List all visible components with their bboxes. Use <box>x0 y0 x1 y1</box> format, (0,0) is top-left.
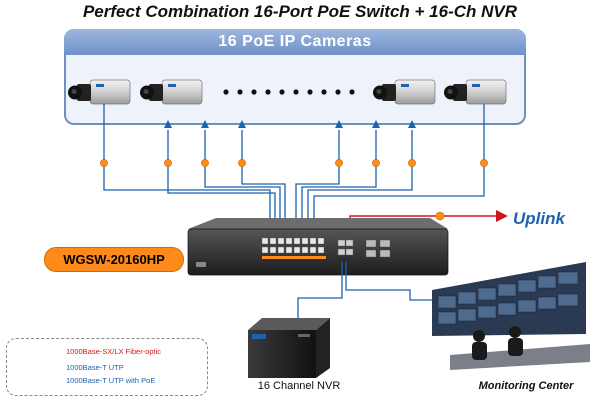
uplink-label: Uplink <box>513 209 565 228</box>
nvr-cable <box>297 262 343 322</box>
monitoring-cable <box>345 262 458 301</box>
ip-camera-icon <box>68 79 131 105</box>
poe-marker-icon <box>100 159 488 167</box>
page-title: Perfect Combination 16-Port PoE Switch +… <box>82 2 518 21</box>
legend-box <box>6 338 208 396</box>
nvr-label: 16 Channel NVR <box>257 380 341 392</box>
switch-model-badge: WGSW-20160HP <box>44 247 184 272</box>
legend-fiber-label: 1000Base-SX/LX Fiber-optic <box>66 347 162 356</box>
monitoring-center-label: Monitoring Center <box>478 380 574 392</box>
utp-poe-cables <box>103 104 485 218</box>
legend-utp-poe-label: 1000Base-T UTP with PoE <box>66 376 156 385</box>
camera-panel-title: 16 PoE IP Cameras <box>64 29 526 55</box>
monitoring-center-icon <box>432 262 590 370</box>
uplink-arrows <box>164 120 416 128</box>
ip-camera-icon <box>140 79 203 105</box>
switch-icon <box>187 218 449 276</box>
nvr-icon <box>248 318 330 378</box>
more-cameras-dots <box>223 89 355 95</box>
ip-camera-icon <box>444 79 507 105</box>
legend-utp-label: 1000Base-T UTP <box>66 363 124 372</box>
ip-camera-icon <box>373 79 436 105</box>
